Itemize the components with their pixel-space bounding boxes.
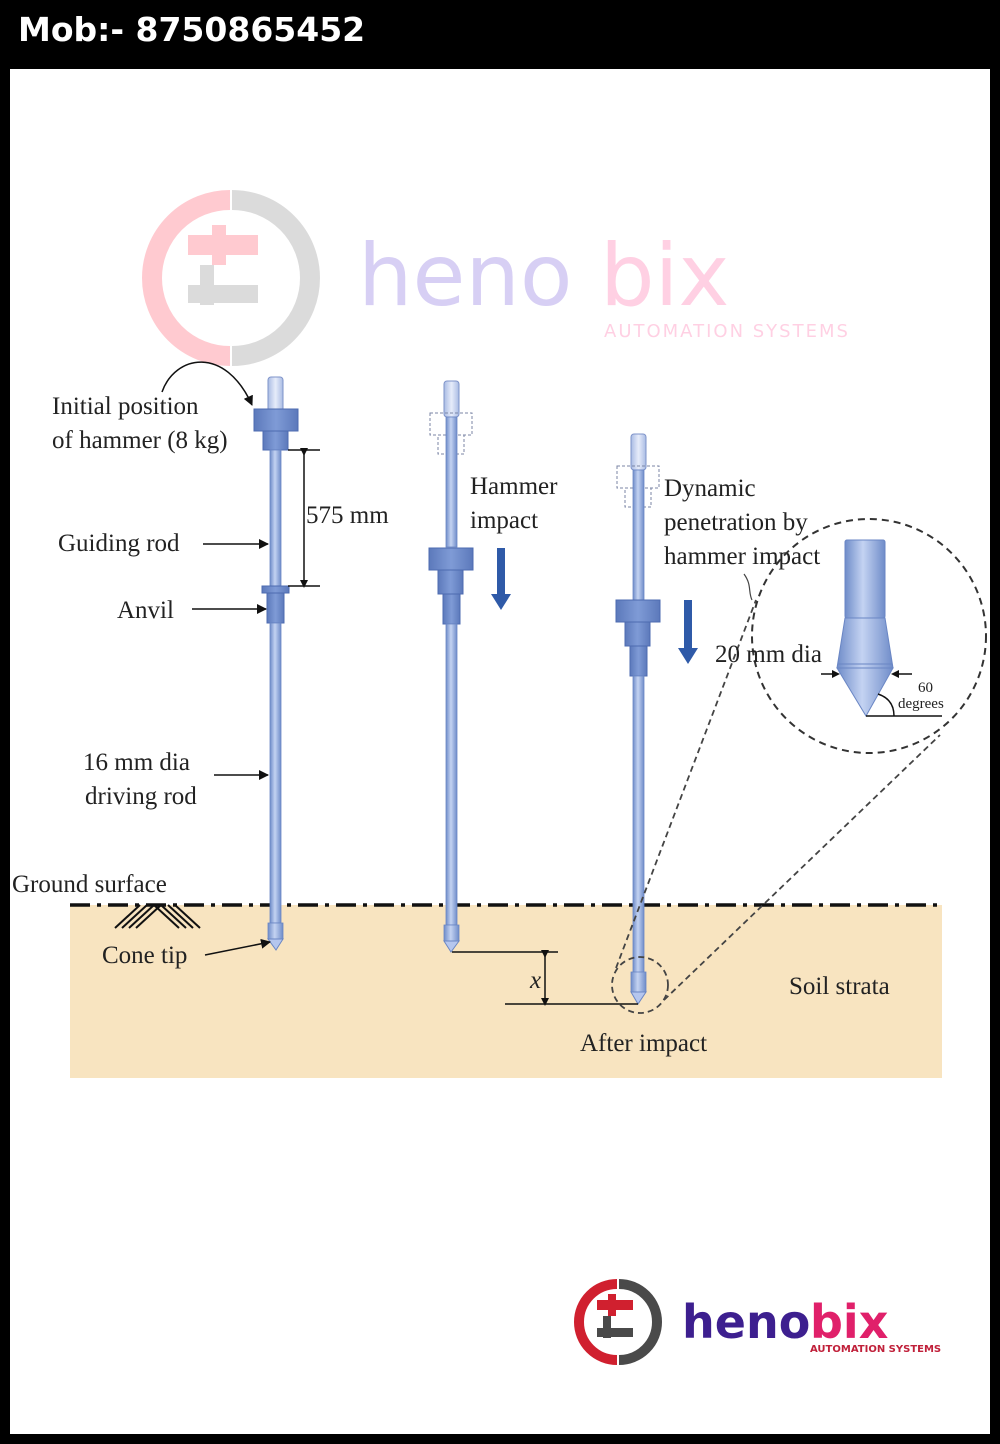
rod-after-impact — [615, 433, 661, 1005]
down-arrow-icon — [678, 600, 698, 664]
driving-rod-label-1: 16 mm dia — [83, 749, 190, 776]
hammer-initial — [253, 408, 299, 432]
drop-height-label: 575 mm — [306, 502, 389, 529]
anvil — [261, 585, 290, 594]
cone-tip-label: Cone tip — [102, 942, 187, 969]
anvil-label: Anvil — [117, 597, 174, 624]
logo-red-arc — [574, 1279, 618, 1365]
logo-gray-arc — [618, 1279, 662, 1365]
cone-detail-circle — [751, 518, 987, 754]
rod-initial — [253, 376, 299, 951]
hammer-impact-label-2: impact — [470, 507, 538, 534]
dynamic-penetration-label-2: penetration by — [664, 509, 808, 536]
cone-diameter-label: 20 mm dia — [715, 641, 822, 668]
dcp-diagram: heno bix AUTOMATION SYSTEMS — [12, 190, 987, 1365]
diagram-canvas: heno bix AUTOMATION SYSTEMS — [10, 69, 990, 1434]
mobile-number: Mob:- 8750865452 — [18, 10, 366, 49]
watermark-logo-red-arc — [142, 190, 231, 366]
watermark-brand-left: heno — [358, 226, 573, 326]
soil-strata-label: Soil strata — [789, 973, 890, 1000]
guiding-rod-label: Guiding rod — [58, 530, 180, 557]
rod-hammer-impact — [428, 380, 474, 953]
penetration-dimension — [452, 950, 638, 1006]
guiding-rod — [269, 449, 282, 587]
dynamic-penetration-label-1: Dynamic — [664, 475, 756, 502]
penetration-label: x — [529, 967, 541, 994]
zoom-connector-line — [663, 734, 941, 1001]
angle-arc — [877, 693, 895, 717]
logo-brand-left: heno — [682, 1295, 810, 1349]
angle-unit-label: degrees — [898, 696, 944, 712]
watermark-tagline: AUTOMATION SYSTEMS — [604, 321, 850, 342]
angle-value-label: 60 — [918, 680, 933, 696]
dynamic-penetration-label-3: hammer impact — [664, 543, 820, 570]
logo-tagline: AUTOMATION SYSTEMS — [810, 1344, 941, 1355]
down-arrow-icon — [491, 548, 511, 610]
drop-height-dimension — [288, 448, 320, 588]
after-impact-label: After impact — [580, 1030, 707, 1057]
cone-detail — [821, 539, 942, 717]
logo-brand-right: bix — [810, 1295, 888, 1349]
watermark-brand-right: bix — [600, 226, 729, 326]
hammer-impact-label-1: Hammer — [470, 473, 558, 500]
top-bar: Mob:- 8750865452 — [0, 0, 1000, 69]
ground-surface-label: Ground surface — [12, 871, 167, 898]
initial-position-label-1: Initial position — [52, 393, 199, 420]
henobix-logo: heno bix AUTOMATION SYSTEMS — [574, 1279, 941, 1365]
cone-zoom-circle-small — [611, 956, 669, 1014]
hammer-impact-position — [428, 547, 474, 571]
initial-position-label-2: of hammer (8 kg) — [52, 427, 228, 454]
soil-strata-area — [70, 905, 942, 1078]
zoom-connector-line — [615, 599, 757, 969]
cone-tip-arrow — [204, 938, 271, 956]
cone-tip — [267, 938, 284, 951]
watermark-logo: heno bix AUTOMATION SYSTEMS — [142, 190, 850, 366]
ground-hatch — [114, 904, 201, 929]
driving-rod — [269, 622, 282, 924]
initial-position-arrow — [161, 361, 253, 406]
driving-rod-label-2: driving rod — [85, 783, 197, 810]
watermark-logo-gray-arc — [231, 190, 320, 366]
